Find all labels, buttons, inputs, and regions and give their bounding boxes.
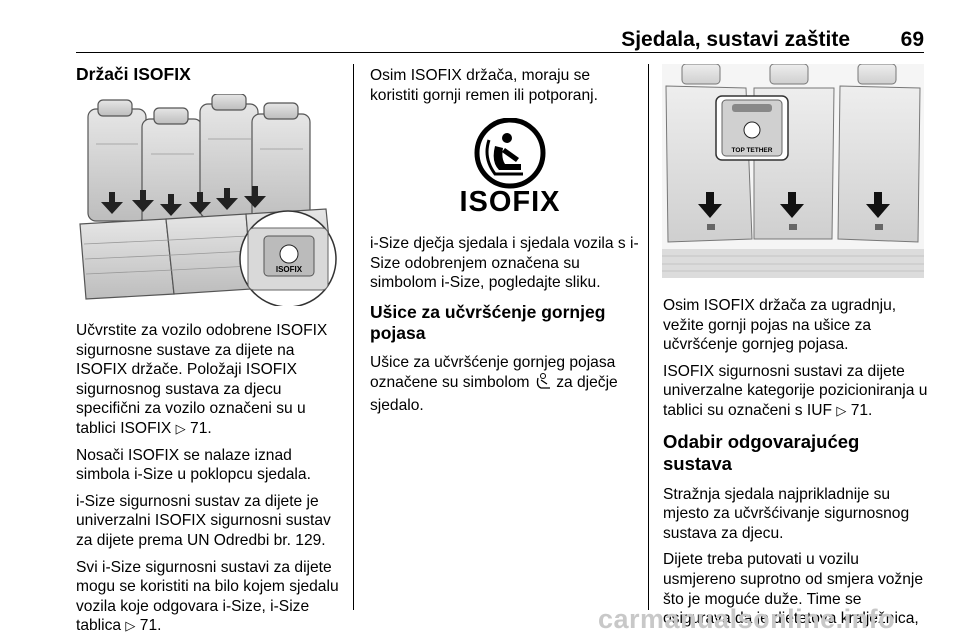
paragraph: Učvrstite za vozilo odobrene ISOFIX sigu… <box>76 321 346 439</box>
paragraph: Osim ISOFIX držača za ugradnju, vežite g… <box>663 297 897 354</box>
column-divider <box>648 64 649 610</box>
column-1-body: Učvrstite za vozilo odobrene ISOFIX sigu… <box>76 321 346 643</box>
arrow-ref-icon: ▷ <box>175 420 186 436</box>
page-reference: 71. <box>139 617 162 635</box>
page-reference: 71. <box>850 401 873 419</box>
paragraph-text: Učvrstite za vozilo odobrene ISOFIX sigu… <box>76 322 328 437</box>
top-tether-figure: TOP TETHER <box>662 63 924 278</box>
paragraph: Ušice za učvršćenje gornjeg pojasa označ… <box>370 353 640 416</box>
column-2-body: i-Size dječja sjedala i sjedala vozila s… <box>370 234 640 423</box>
column-2-top: Osim ISOFIX držača, moraju se koristiti … <box>370 66 638 112</box>
page-number: 69 <box>900 28 924 51</box>
isofix-wordmark: ISOFIX <box>459 186 561 218</box>
section-heading: Držači ISOFIX <box>76 64 191 84</box>
child-seat-icon <box>534 372 552 396</box>
column-3-body: Osim ISOFIX držača za ugradnju, vežite g… <box>663 296 929 636</box>
isofix-symbol: ISOFIX <box>455 117 565 218</box>
paragraph-text: Svi i-Size sigurnosni sustavi za dijete … <box>76 558 339 635</box>
paragraph: i-Size sigurnosni sustav za dijete je un… <box>76 492 331 549</box>
paragraph: Dijete treba putovati u vozilu usmjereno… <box>663 551 924 628</box>
page-reference: 71. <box>190 419 212 437</box>
paragraph-text: za dječje sjedalo. <box>370 374 618 414</box>
figure-isofix-label: ISOFIX <box>276 265 303 274</box>
header-rule <box>76 52 924 53</box>
arrow-ref-icon: ▷ <box>836 402 847 418</box>
paragraph: Stražnja sjedala najprikladnije su mjest… <box>663 485 910 542</box>
paragraph: Nosači ISOFIX se nalaze iznad simbola i-… <box>76 446 311 484</box>
watermark: carmanualsonline.info <box>598 604 896 634</box>
paragraph: Osim ISOFIX držača, moraju se koristiti … <box>370 67 598 104</box>
column-1: Držači ISOFIX <box>76 64 344 85</box>
arrow-ref-icon: ▷ <box>125 618 136 634</box>
section-heading: Odabir odgovarajućeg sustava <box>663 430 860 474</box>
column-divider <box>353 64 354 610</box>
paragraph-text: ISOFIX sigurnosni sustavi za dijete univ… <box>663 362 928 419</box>
paragraph: ISOFIX sigurnosni sustavi za dijete univ… <box>663 362 929 421</box>
running-header-title: Sjedala, sustavi zaštite <box>621 28 850 51</box>
isofix-seats-figure: ISOFIX <box>76 93 342 308</box>
figure-top-tether-label: TOP TETHER <box>732 147 773 154</box>
section-heading: Ušice za učvršćenje gornjeg pojasa <box>370 301 606 343</box>
paragraph-text: Ušice za učvršćenje gornjeg pojasa označ… <box>370 353 616 392</box>
paragraph: i-Size dječja sjedala i sjedala vozila s… <box>370 235 639 292</box>
paragraph: Svi i-Size sigurnosni sustavi za dijete … <box>76 558 346 636</box>
